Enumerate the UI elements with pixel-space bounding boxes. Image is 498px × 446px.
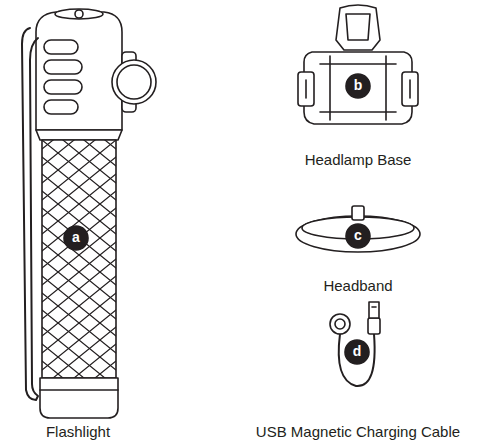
callout-letter: a: [72, 230, 80, 245]
headband: [296, 206, 420, 252]
callout-letter: b: [354, 78, 363, 93]
part-name: Headlamp Base: [305, 152, 412, 169]
part-name: Headband: [323, 278, 392, 295]
callout-letter: c: [354, 228, 362, 243]
flashlight: [22, 0, 156, 446]
part-name: Flashlight: [46, 424, 110, 441]
headlamp-base: [298, 5, 418, 124]
callout-letter: d: [353, 344, 362, 359]
part-name: USB Magnetic Charging Cable: [256, 424, 460, 441]
charging-cable: [330, 302, 380, 386]
